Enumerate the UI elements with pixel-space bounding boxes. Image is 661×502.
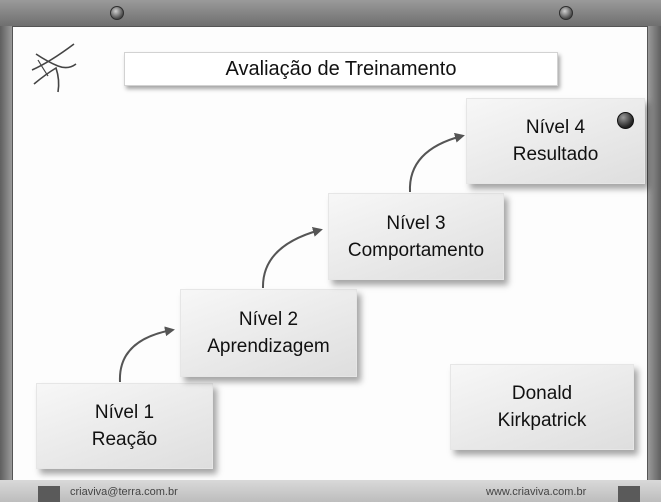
- board-frame-right: [648, 26, 661, 488]
- level-1-subtitle: Reação: [91, 429, 158, 450]
- arrow-level3-to-level4: [408, 132, 465, 193]
- level-3-note: Nível 3 Comportamento: [328, 193, 504, 280]
- level-3-subtitle: Comportamento: [347, 239, 485, 261]
- author-first-name: Donald: [511, 383, 573, 404]
- level-3-title: Nível 3: [386, 212, 446, 234]
- pin-left-icon: [110, 6, 124, 20]
- footer-website: www.criaviva.com.br: [486, 486, 587, 498]
- title-text: Avaliação de Treinamento: [225, 57, 457, 80]
- level-2-title: Nível 2: [238, 309, 299, 330]
- level-4-title: Nível 4: [525, 117, 586, 138]
- diagram-title: Avaliação de Treinamento: [124, 52, 558, 86]
- level-1-title: Nível 1: [94, 402, 155, 423]
- arrow-level2-to-level3: [261, 227, 323, 289]
- level-4-subtitle: Resultado: [512, 144, 599, 165]
- level-2-subtitle: Aprendizagem: [207, 336, 330, 357]
- author-last-name: Kirkpatrick: [497, 410, 587, 431]
- board-tray: [0, 480, 661, 502]
- pin-right-icon: [559, 6, 573, 20]
- arrow-level1-to-level2: [118, 326, 175, 383]
- board-frame-left: [0, 26, 12, 488]
- level-4-note: Nível 4 Resultado: [466, 98, 645, 184]
- bird-logo-icon: [31, 43, 77, 93]
- level-1-note: Nível 1 Reação: [36, 383, 213, 469]
- footer-email: criaviva@terra.com.br: [70, 486, 178, 498]
- pushpin-icon: [617, 112, 634, 129]
- author-note: Donald Kirkpatrick: [450, 364, 634, 450]
- level-2-note: Nível 2 Aprendizagem: [180, 289, 357, 377]
- board-leg-right: [618, 486, 640, 502]
- board-leg-left: [38, 486, 60, 502]
